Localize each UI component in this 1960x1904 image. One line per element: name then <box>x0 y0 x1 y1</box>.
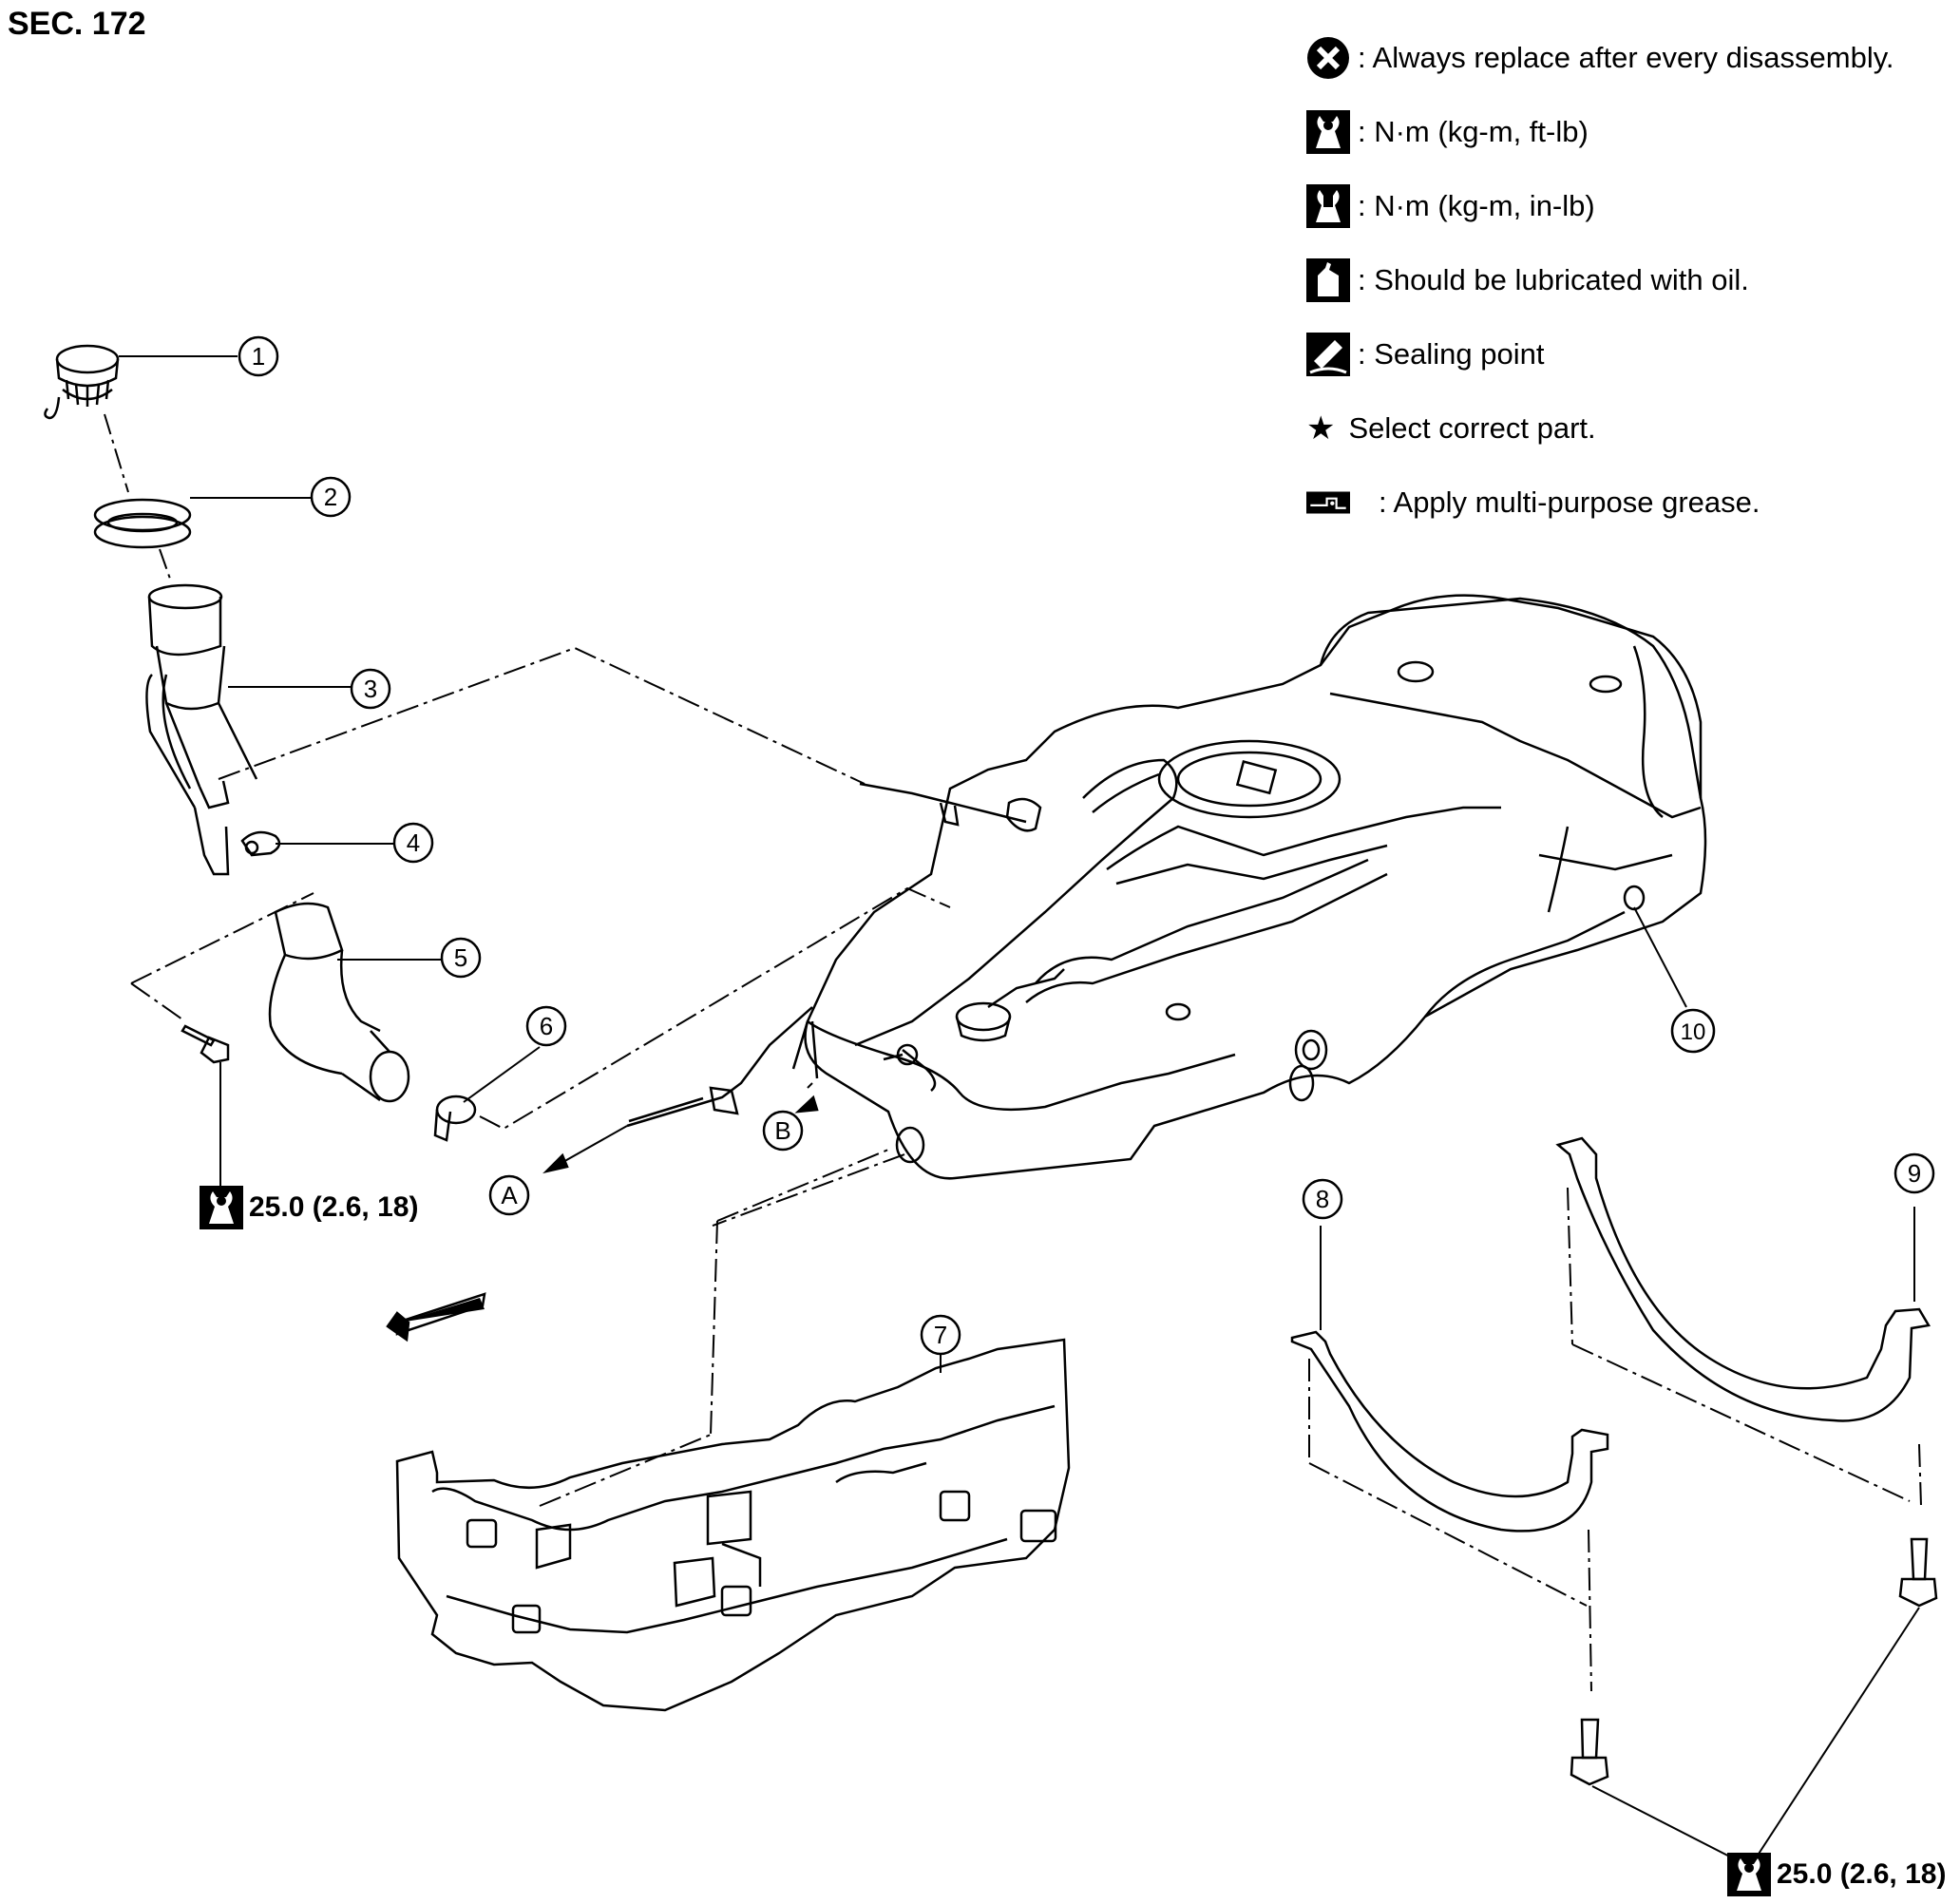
oil-can-icon <box>1306 258 1350 302</box>
callout-2: 2 <box>324 483 337 511</box>
callout-9: 9 <box>1908 1159 1921 1188</box>
reference-arrows <box>542 1082 819 1174</box>
callout-3: 3 <box>364 675 377 703</box>
legend-row-torque-inlb: : N·m (kg-m, in-lb) <box>1306 169 1952 243</box>
callout-circle-10 <box>1670 1008 1716 1054</box>
callout-1: 1 <box>252 342 265 371</box>
legend-row-torque-ftlb: : N·m (kg-m, ft-lb) <box>1306 95 1952 169</box>
torque-wrench-icon <box>200 1186 243 1229</box>
callout-4: 4 <box>407 828 420 857</box>
legend-row-grease: : Apply multi-purpose grease. <box>1306 466 1952 540</box>
torque-wrench-inlb-icon <box>1306 184 1350 228</box>
callout-7: 7 <box>934 1321 947 1349</box>
tank-strap-8-part <box>1290 1226 1609 1786</box>
callout-circle-7 <box>920 1314 961 1356</box>
callout-circle-1 <box>238 335 279 377</box>
legend-row-replace: : Always replace after every disassembly… <box>1306 21 1952 95</box>
legend-text-oil: : Should be lubricated with oil. <box>1358 263 1749 296</box>
star-icon: ★ <box>1306 410 1336 447</box>
callout-circle-2 <box>310 476 352 518</box>
legend-row-sealing: : Sealing point <box>1306 317 1952 391</box>
legend-row-oil: : Should be lubricated with oil. <box>1306 243 1952 317</box>
legend-row-select-part: ★ Select correct part. <box>1306 391 1952 466</box>
sealing-point-icon <box>1306 333 1350 376</box>
ref-circle-B <box>762 1110 804 1152</box>
filler-cap-part <box>44 344 238 420</box>
callout-6: 6 <box>540 1012 553 1040</box>
filler-hose-part <box>268 902 442 1103</box>
hose-clamp-part <box>433 1046 541 1142</box>
filler-seal-part <box>93 497 312 549</box>
callout-circle-5 <box>440 937 482 979</box>
reference-A: A <box>501 1181 518 1209</box>
replace-x-icon <box>1306 36 1350 80</box>
torque-wrench-icon <box>1727 1853 1771 1896</box>
ref-circle-A <box>488 1174 530 1216</box>
legend-text-sealing: : Sealing point <box>1358 337 1545 371</box>
grease-icon <box>1306 481 1350 524</box>
reference-B: B <box>774 1116 790 1145</box>
callout-8: 8 <box>1316 1185 1329 1213</box>
left-bolt-part <box>181 1024 230 1199</box>
tank-protector-part <box>395 1335 1071 1712</box>
symbol-legend: : Always replace after every disassembly… <box>1306 21 1952 540</box>
callout-circle-8 <box>1302 1178 1343 1220</box>
legend-text-torque-inlb: : N·m (kg-m, in-lb) <box>1358 189 1595 222</box>
torque-wrench-ftlb-icon <box>1306 110 1350 154</box>
torque-spec-right-value: 25.0 (2.6, 18) <box>1777 1858 1947 1890</box>
legend-text-replace: : Always replace after every disassembly… <box>1358 41 1894 74</box>
legend-text-grease: : Apply multi-purpose grease. <box>1379 486 1760 519</box>
fuel-tank-part <box>626 594 1707 1227</box>
torque-spec-left: 25.0 (2.6, 18) <box>200 1186 418 1229</box>
torque-spec-right: 25.0 (2.6, 18) <box>1727 1853 1946 1896</box>
callout-circle-6 <box>525 1005 567 1047</box>
callout-5: 5 <box>454 943 467 972</box>
callout-10: 10 <box>1681 1019 1706 1045</box>
callout-circle-9 <box>1893 1152 1935 1194</box>
callout-circle-4 <box>392 822 434 864</box>
section-number: SEC. 172 <box>8 6 146 42</box>
filler-tube-part <box>145 583 352 876</box>
front-direction-arrow <box>386 1292 486 1342</box>
legend-text-torque-ftlb: : N·m (kg-m, ft-lb) <box>1358 115 1589 148</box>
callout-circle-3 <box>350 668 391 710</box>
hose-clip-part <box>240 830 394 857</box>
legend-text-select-part: Select correct part. <box>1348 411 1596 445</box>
torque-spec-left-value: 25.0 (2.6, 18) <box>249 1191 419 1223</box>
tank-strap-9-part <box>1555 1136 1938 1608</box>
callout-circles <box>238 335 1935 1356</box>
